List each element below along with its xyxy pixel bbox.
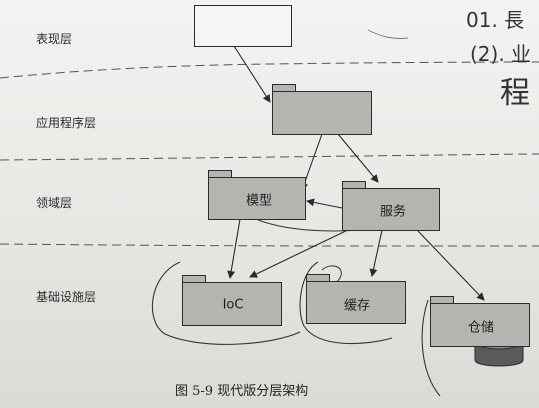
repository-label: 仓储 bbox=[467, 320, 495, 336]
arrow-presentation-to-application bbox=[233, 45, 271, 103]
arrow-application-to-service bbox=[337, 133, 379, 183]
pencil-mark-cache bbox=[299, 261, 393, 345]
model-package: 模型 bbox=[208, 177, 306, 220]
presentation-box bbox=[194, 5, 292, 47]
layer-label-infrastructure: 基础设施层 bbox=[36, 290, 97, 304]
layer-label-domain: 领域层 bbox=[36, 196, 73, 210]
cache-package: 缓存 bbox=[306, 281, 406, 324]
layer-label-application: 应用程序层 bbox=[36, 116, 97, 130]
repository-package: 仓储 bbox=[430, 303, 530, 347]
handwritten-note-1: 01. 長 bbox=[466, 8, 525, 32]
arrow-service-to-model bbox=[306, 198, 343, 209]
arrow-model-to-ioc bbox=[227, 218, 241, 279]
pencil-mark-ioc bbox=[151, 261, 301, 345]
handwritten-note-2: (2). 业 bbox=[470, 42, 532, 66]
ioc-package: IoC bbox=[182, 282, 282, 326]
service-label: 服务 bbox=[379, 204, 407, 220]
pencil-mark-repository bbox=[421, 299, 441, 397]
layer-divider-2 bbox=[0, 153, 539, 161]
application-package bbox=[272, 91, 372, 135]
figure-caption: 图 5-9 现代版分层架构 bbox=[175, 384, 309, 399]
arrow-service-to-cache bbox=[369, 229, 383, 277]
cache-label: 缓存 bbox=[343, 298, 371, 314]
arrow-service-to-repository bbox=[417, 230, 485, 301]
layer-label-presentation: 表现层 bbox=[36, 32, 73, 46]
layer-divider-1 bbox=[0, 61, 539, 79]
service-package: 服务 bbox=[342, 188, 440, 231]
layer-divider-3 bbox=[0, 243, 539, 247]
ioc-label: IoC bbox=[222, 297, 244, 313]
model-label: 模型 bbox=[245, 193, 273, 209]
handwritten-note-3: 程 bbox=[500, 76, 530, 111]
arrow-service-to-ioc bbox=[249, 227, 353, 278]
pencil-mark-top bbox=[367, 29, 409, 39]
